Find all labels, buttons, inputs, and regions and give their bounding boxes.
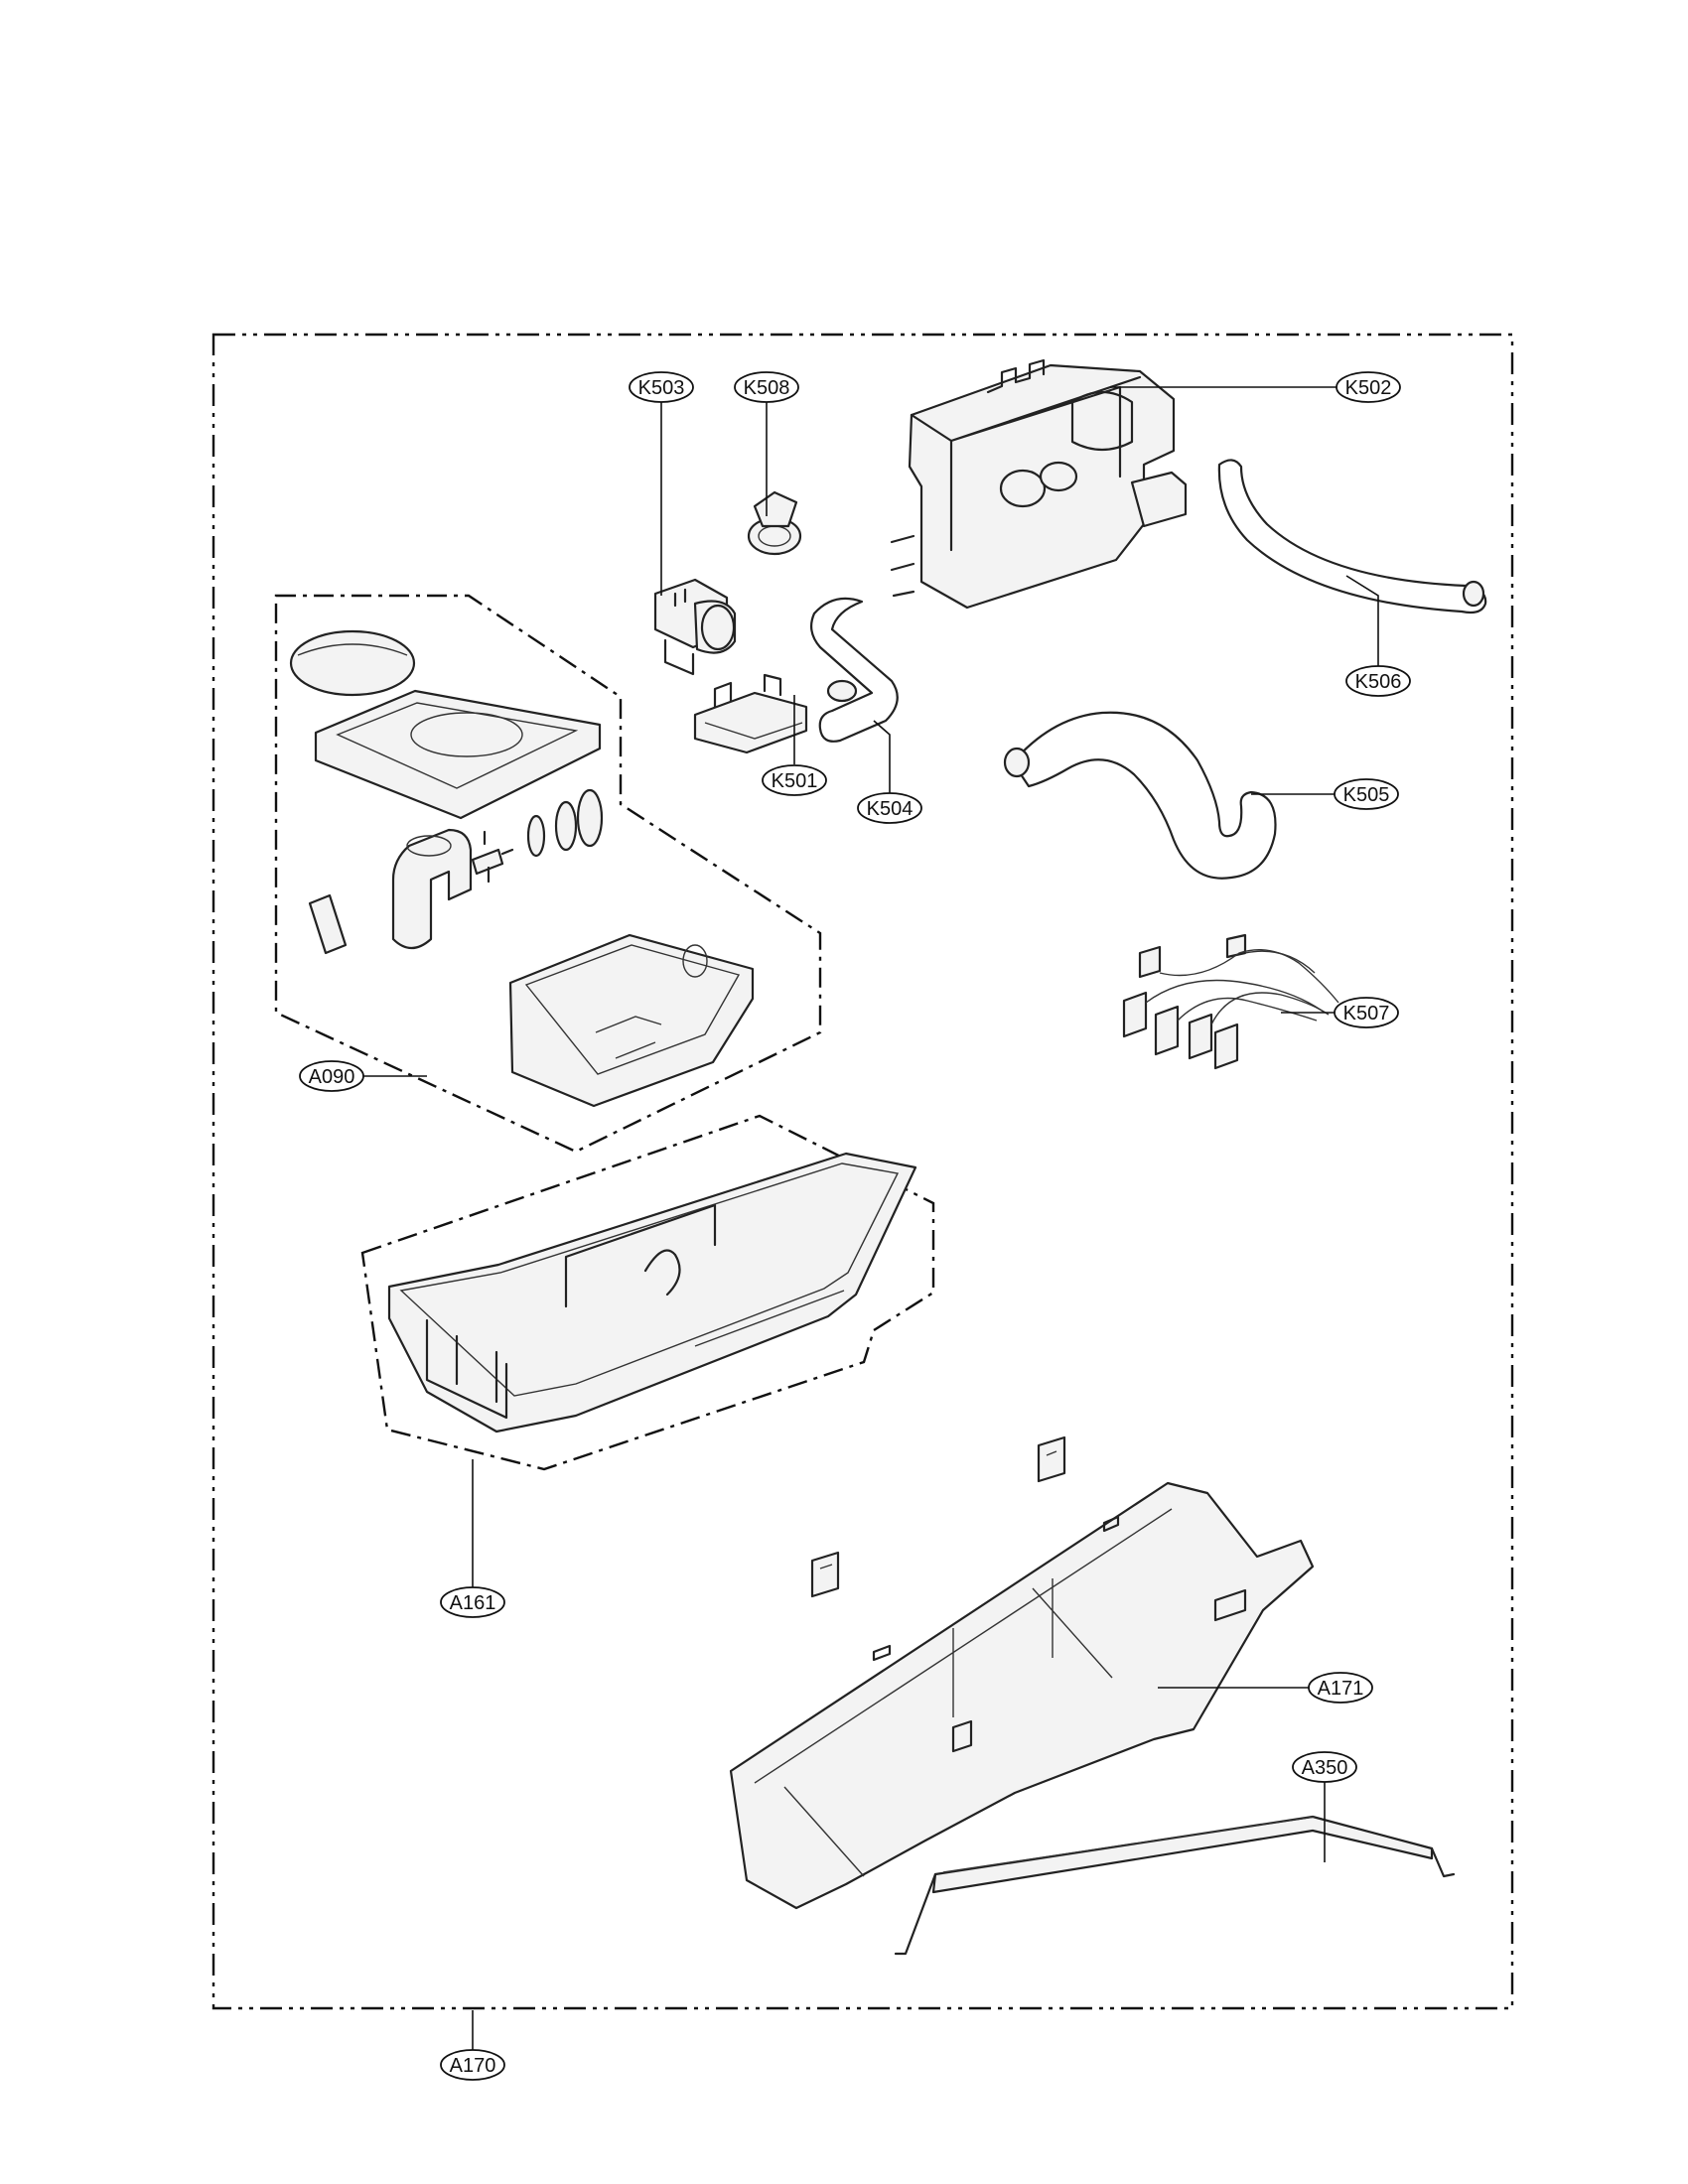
callout-label: A350 — [1302, 1757, 1348, 1779]
part-k502-housing — [890, 358, 1188, 610]
callout-label: K506 — [1355, 671, 1402, 693]
callout-k502: K502 — [1336, 371, 1401, 403]
callout-a350: A350 — [1292, 1751, 1357, 1783]
part-k506-long-hose — [1217, 459, 1487, 614]
callout-label: K504 — [867, 798, 914, 820]
callout-label: A161 — [450, 1592, 496, 1614]
callout-k504: K504 — [857, 792, 922, 824]
callout-label: A090 — [309, 1066, 355, 1088]
part-k507-wire-harness — [1122, 933, 1339, 1070]
callout-k506: K506 — [1345, 665, 1411, 697]
leader-lines — [363, 386, 1379, 2051]
callout-a090: A090 — [299, 1060, 364, 1092]
part-k503-valve — [653, 578, 737, 676]
callout-label: K501 — [772, 770, 818, 792]
callout-label: K505 — [1343, 784, 1390, 806]
part-k504-elbow-hose — [809, 597, 899, 743]
part-k508-clamp — [747, 490, 802, 556]
part-k505-curved-hose — [1003, 711, 1277, 880]
assembly-boundary-a170 — [211, 333, 1514, 2010]
callout-label: A171 — [1318, 1678, 1364, 1700]
callout-k501: K501 — [762, 764, 827, 796]
callout-label: K507 — [1343, 1003, 1390, 1024]
a090-components — [289, 629, 755, 1108]
group-boundary-a090 — [274, 594, 822, 1154]
callout-a170: A170 — [440, 2049, 505, 2081]
callout-a171: A171 — [1308, 1672, 1373, 1704]
callout-k503: K503 — [629, 371, 694, 403]
part-a161-drawer-frame — [387, 1152, 917, 1433]
callout-k505: K505 — [1334, 778, 1399, 810]
callout-label: K503 — [638, 377, 685, 399]
group-boundary-a161 — [360, 1114, 935, 1471]
part-a171-housing — [729, 1435, 1315, 1910]
callout-label: K502 — [1345, 377, 1392, 399]
callout-k507: K507 — [1334, 997, 1399, 1028]
callout-k508: K508 — [734, 371, 799, 403]
callout-label: K508 — [744, 377, 790, 399]
callout-label: A170 — [450, 2055, 496, 2077]
part-k501-connector — [693, 673, 808, 754]
callout-a161: A161 — [440, 1586, 505, 1618]
part-a350-bracket — [894, 1815, 1456, 1956]
